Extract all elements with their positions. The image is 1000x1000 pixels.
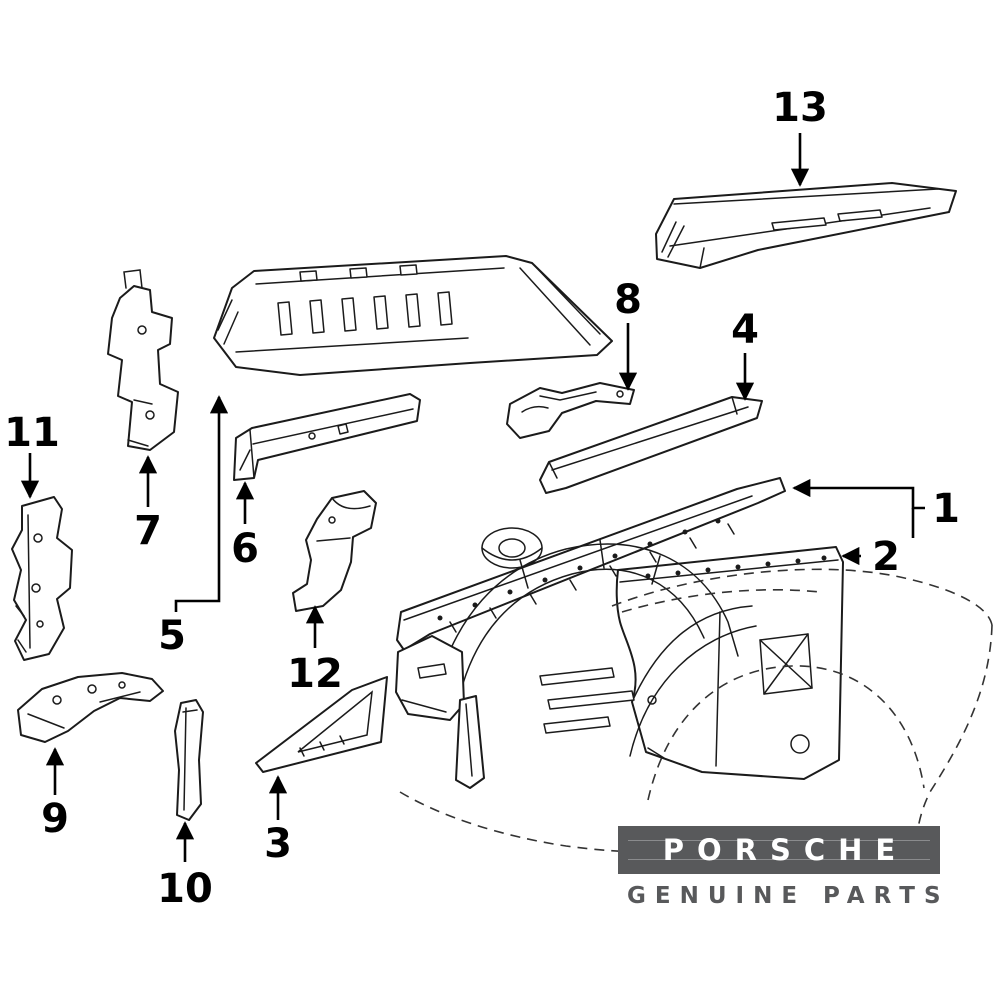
part-2-panel-drawing bbox=[615, 546, 844, 780]
part-13-drawing bbox=[655, 182, 957, 269]
wordmark-rule-bottom bbox=[628, 859, 930, 860]
genuine-parts-label: GENUINE PARTS bbox=[627, 883, 950, 909]
porsche-badge: PORSCHE GENUINE PARTS bbox=[618, 826, 950, 909]
callout-labels: 1 2 3 4 5 6 7 8 9 10 11 12 13 bbox=[4, 85, 960, 912]
porsche-wordmark-text: PORSCHE bbox=[662, 833, 909, 867]
part-11-drawing bbox=[11, 496, 73, 661]
callout-label-12: 12 bbox=[287, 651, 343, 697]
callout-label-10: 10 bbox=[157, 866, 213, 912]
callout-label-8: 8 bbox=[614, 277, 642, 323]
callout-label-9: 9 bbox=[41, 796, 69, 842]
part-4-drawing bbox=[539, 396, 763, 494]
callout-label-13: 13 bbox=[772, 85, 828, 131]
callout-label-11: 11 bbox=[4, 410, 60, 456]
porsche-wordmark: PORSCHE bbox=[618, 826, 940, 874]
callout-label-4: 4 bbox=[731, 307, 759, 353]
part-8-drawing bbox=[506, 382, 635, 439]
callout-label-7: 7 bbox=[134, 508, 162, 554]
callout-label-3: 3 bbox=[264, 821, 292, 867]
part-6-drawing bbox=[233, 393, 421, 481]
part-7-drawing bbox=[107, 269, 179, 451]
callout-arrow-1 bbox=[792, 478, 925, 510]
callout-leaders bbox=[20, 133, 925, 862]
callout-arrow-5 bbox=[174, 395, 229, 612]
part-10-drawing bbox=[174, 699, 204, 821]
callout-label-1: 1 bbox=[932, 486, 960, 532]
callout-label-6: 6 bbox=[231, 526, 259, 572]
callout-label-2: 2 bbox=[872, 534, 900, 580]
callout-label-5: 5 bbox=[158, 613, 186, 659]
part-3-drawing bbox=[255, 676, 388, 773]
part-9-drawing bbox=[17, 672, 164, 743]
part-12-drawing bbox=[292, 490, 377, 612]
wordmark-rule-top bbox=[628, 840, 930, 841]
part-5-assembly-drawing bbox=[213, 255, 613, 376]
